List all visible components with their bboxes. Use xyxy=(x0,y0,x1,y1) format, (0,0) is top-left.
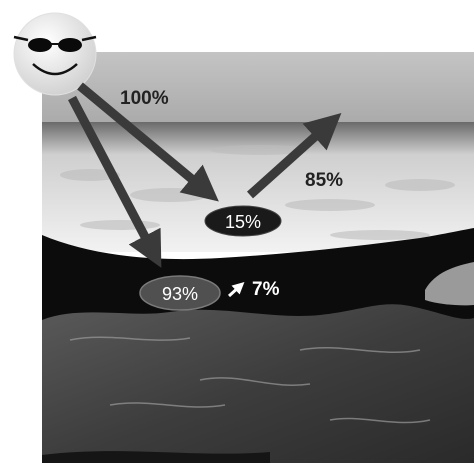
incoming-arrow-to-ice xyxy=(77,82,219,202)
sun-with-sunglasses-icon xyxy=(13,12,97,96)
ocean-absorbed-oval xyxy=(139,275,221,311)
land-area xyxy=(42,304,474,463)
reflected-ice-label: 85% xyxy=(305,170,343,191)
absorbed-ocean-label: 93% xyxy=(162,284,198,304)
absorbed-ice-label: 15% xyxy=(225,212,261,232)
bottom-water xyxy=(42,451,270,463)
incoming-arrow-to-ocean xyxy=(68,95,162,268)
reflected-arrow-from-ocean xyxy=(227,281,245,298)
ice-texture xyxy=(60,145,455,240)
land-snow-texture xyxy=(69,336,431,424)
reflected-ocean-label: 7% xyxy=(252,279,280,300)
ice-floe-right xyxy=(425,262,474,306)
arrows xyxy=(68,82,342,268)
ice-absorbed-oval xyxy=(204,205,282,237)
incoming-label: 100% xyxy=(120,88,169,109)
reflected-arrow-from-ice xyxy=(246,112,342,199)
